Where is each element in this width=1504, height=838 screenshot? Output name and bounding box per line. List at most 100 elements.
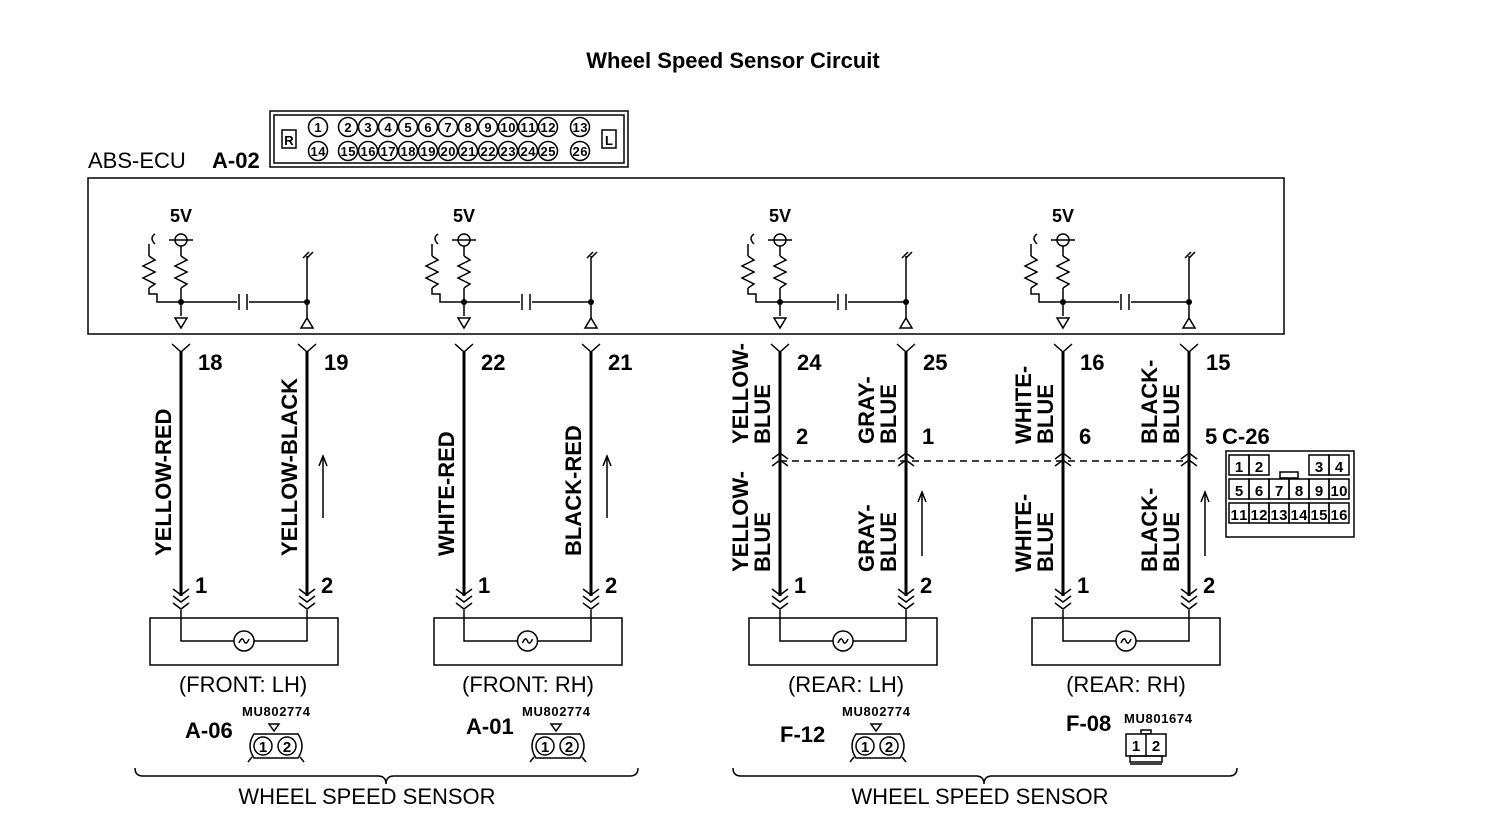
- ecu-pin-number: 15: [341, 144, 356, 159]
- wires: 181YELLOW-RED192YELLOW-BLACK221WHITE-RED…: [151, 343, 1230, 610]
- ecu-pin: 22: [477, 140, 499, 162]
- ecu-pin: 23: [497, 140, 519, 162]
- ecu-pin-number: 3: [364, 120, 371, 135]
- ecu-pin: 26: [569, 140, 591, 162]
- joint-pin-number: 4: [1335, 459, 1344, 476]
- ecu-pin-label: 21: [608, 350, 632, 375]
- ecu-pin-number: 21: [461, 144, 476, 159]
- wire-color-label: GRAY-: [854, 504, 879, 572]
- sensor-pin-number: 1: [541, 739, 549, 756]
- wire-color-label: BLACK-: [1137, 488, 1162, 572]
- wire-color-label: BLUE: [750, 384, 775, 444]
- joint-pin-number: 10: [1331, 483, 1348, 500]
- ecu-pin: 14: [307, 140, 329, 162]
- wire-color-label: YELLOW-: [728, 471, 753, 572]
- ecu-pin: 5: [397, 116, 419, 138]
- joint-pin-number: 3: [1315, 459, 1323, 476]
- ecu-pin: 24: [517, 140, 539, 162]
- ecu-pin: 10: [497, 116, 519, 138]
- ecu-connector-id: A-02: [212, 148, 260, 173]
- ecu-pin-number: 8: [464, 120, 471, 135]
- ecu-pin: 13: [569, 116, 591, 138]
- joint-pin-number: 11: [1231, 507, 1248, 524]
- ecu-pin: 11: [517, 116, 539, 138]
- ecu-label: ABS-ECU: [88, 148, 186, 173]
- ecu-pin: 6: [417, 116, 439, 138]
- ecu-pin-number: 22: [481, 144, 496, 159]
- joint-pin-number: 12: [1251, 507, 1268, 524]
- ecu-pin-label: 24: [797, 350, 822, 375]
- wire-color-label: BLUE: [876, 512, 901, 572]
- ecu-pin-number: 11: [521, 120, 536, 135]
- sensor-pin-label: 1: [478, 573, 490, 598]
- ecu-pin: 12: [537, 116, 559, 138]
- joint-connector-id: C-26: [1222, 424, 1270, 449]
- ecu-pin-label: 18: [198, 350, 222, 375]
- ecu-pin-number: 17: [381, 144, 396, 159]
- ecu-pin: 8: [457, 116, 479, 138]
- sensor-connector-id: A-01: [466, 714, 514, 739]
- sensor-part-number: MU802774: [522, 704, 591, 719]
- wire-color-label: YELLOW-: [728, 343, 753, 444]
- rear-group-label: WHEEL SPEED SENSOR: [851, 784, 1108, 809]
- joint-pin-number: 6: [1255, 483, 1263, 500]
- wire-color-label: YELLOW-BLACK: [277, 378, 302, 556]
- ecu-pin: 17: [377, 140, 399, 162]
- ecu-pin-number: 12: [541, 120, 556, 135]
- ecu-pin: 15: [337, 140, 359, 162]
- ecu-pin-number: 23: [501, 144, 516, 159]
- wire-color-label: BLUE: [1159, 384, 1184, 444]
- sensor-position-label: (REAR: LH): [788, 672, 904, 697]
- wire-color-label: WHITE-: [1011, 494, 1036, 572]
- sensor-pin-label: 2: [605, 573, 617, 598]
- sensor-pin-number: 2: [885, 739, 893, 756]
- ecu-pin: 2: [337, 116, 359, 138]
- ecu-pin-number: 14: [311, 144, 327, 159]
- sensor-pin-label: 1: [1077, 573, 1089, 598]
- sensor-pin-number: 1: [861, 739, 869, 756]
- joint-pin-number: 5: [1235, 483, 1243, 500]
- joint-pin-label: 2: [796, 424, 808, 449]
- abs-ecu-box: [87, 177, 1285, 335]
- ecu-side-l: L: [605, 133, 613, 148]
- ecu-pin-number: 18: [401, 144, 416, 159]
- front-brace: [134, 767, 639, 785]
- sensor-connector-id: A-06: [185, 718, 233, 743]
- sensor-input-circuit: 5V: [1023, 206, 1197, 330]
- ecu-pin-number: 20: [441, 144, 456, 159]
- ecu-pin: 16: [357, 140, 379, 162]
- wire-color-label: BLUE: [750, 512, 775, 572]
- sensor-pin-label: 1: [794, 573, 806, 598]
- ecu-pin-label: 16: [1080, 350, 1104, 375]
- ecu-pin: 20: [437, 140, 459, 162]
- ecu-pin: 3: [357, 116, 379, 138]
- ecu-pin: 21: [457, 140, 479, 162]
- ecu-pin-number: 4: [384, 120, 392, 135]
- ecu-pin-number: 1: [314, 120, 321, 135]
- ecu-pin: 4: [377, 116, 399, 138]
- joint-pin-number: 14: [1291, 507, 1309, 524]
- front-group-label: WHEEL SPEED SENSOR: [238, 784, 495, 809]
- ecu-pin-number: 10: [501, 120, 516, 135]
- ecu-pin-number: 9: [484, 120, 491, 135]
- ecu-pin-label: 15: [1206, 350, 1230, 375]
- joint-pin-label: 1: [922, 424, 934, 449]
- joint-pin-number: 13: [1271, 507, 1288, 524]
- supply-5v-label: 5V: [170, 206, 192, 226]
- sensor-position-label: (REAR: RH): [1066, 672, 1186, 697]
- ecu-pin-number: 25: [541, 144, 556, 159]
- ecu-pin-number: 7: [444, 120, 451, 135]
- wire-color-label: WHITE-RED: [434, 431, 459, 556]
- wire-color-label: BLACK-RED: [561, 425, 586, 556]
- ecu-pin-number: 19: [421, 144, 436, 159]
